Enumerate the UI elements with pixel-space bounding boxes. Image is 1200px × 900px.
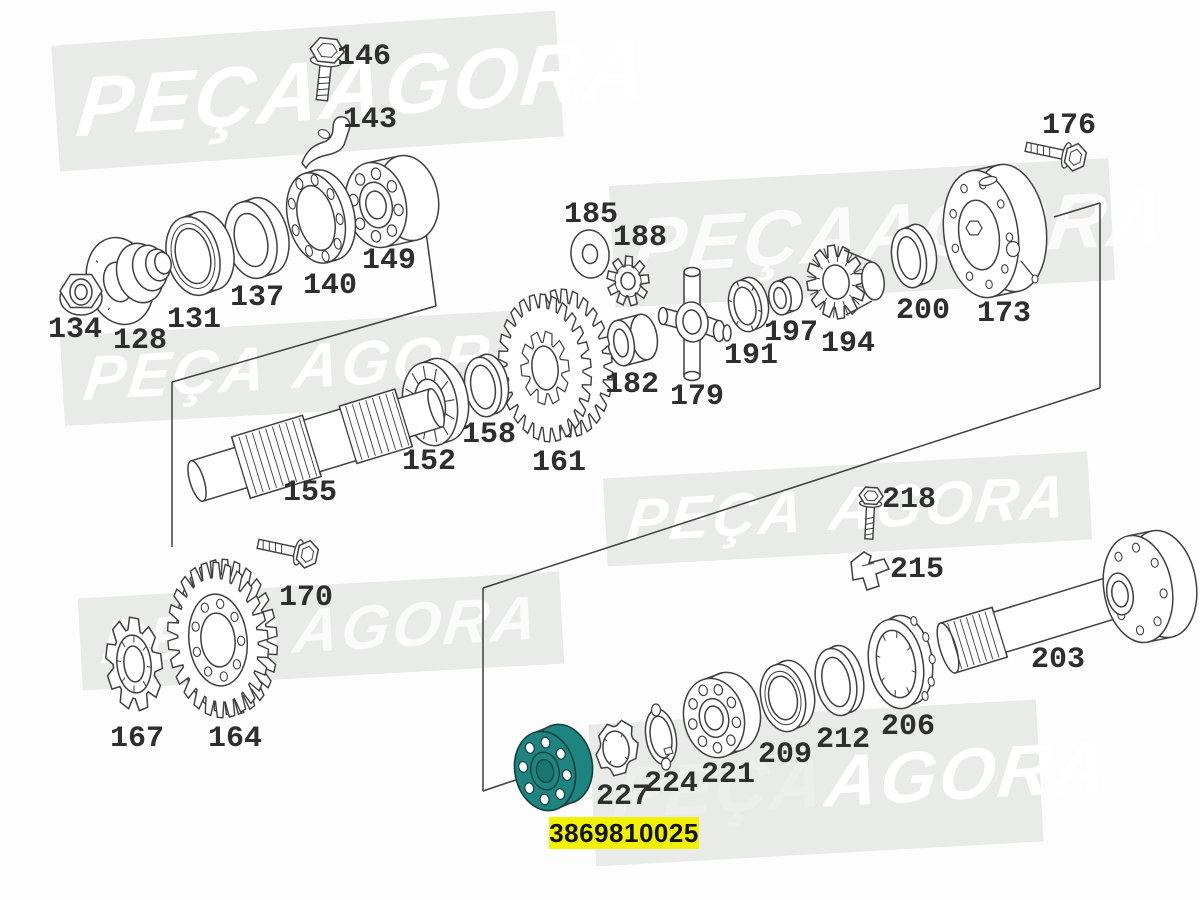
highlighted-bearing <box>513 723 594 812</box>
part-label-152: 152 <box>402 445 456 479</box>
part-label-146: 146 <box>337 40 391 74</box>
part-143 <box>301 116 351 170</box>
part-140 <box>285 169 357 264</box>
assembly-plane-lines <box>171 179 1101 792</box>
part-label-203: 203 <box>1031 643 1085 677</box>
part-161 <box>497 288 614 443</box>
part-label-218: 218 <box>882 483 936 517</box>
part-label-134: 134 <box>48 313 102 347</box>
part-179 <box>657 266 732 382</box>
part-212 <box>814 644 865 717</box>
part-131 <box>165 210 235 297</box>
part-label-188: 188 <box>613 221 667 255</box>
part-194 <box>806 244 885 320</box>
part-158 <box>463 353 510 418</box>
part-label-182: 182 <box>605 368 659 402</box>
part-185 <box>570 229 610 279</box>
part-label-179: 179 <box>670 380 724 414</box>
part-label-197: 197 <box>764 316 818 350</box>
part-label-227: 227 <box>596 780 650 814</box>
part-label-212: 212 <box>816 723 870 757</box>
part-203 <box>936 529 1198 674</box>
part-206 <box>867 614 936 710</box>
part-176 <box>1024 141 1088 172</box>
part-label-173: 173 <box>977 297 1031 331</box>
part-155 <box>187 387 446 503</box>
part-134 <box>59 273 103 316</box>
part-188 <box>606 255 650 307</box>
part-label-209: 209 <box>758 738 812 772</box>
part-224 <box>644 703 678 771</box>
part-label-170: 170 <box>279 581 333 615</box>
part-label-194: 194 <box>821 327 875 361</box>
part-146 <box>309 36 346 102</box>
part-173 <box>942 163 1048 299</box>
part-label-137: 137 <box>230 281 284 315</box>
part-label-191: 191 <box>724 339 778 373</box>
part-label-176: 176 <box>1042 109 1096 143</box>
part-197 <box>768 276 803 316</box>
part-182 <box>606 313 659 367</box>
part-label-221: 221 <box>701 758 755 792</box>
part-label-206: 206 <box>881 710 935 744</box>
part-221 <box>682 671 762 759</box>
part-227 <box>595 719 639 777</box>
part-label-143: 143 <box>343 103 397 137</box>
part-137 <box>224 196 290 280</box>
part-191 <box>727 276 770 333</box>
part-200 <box>890 223 938 289</box>
part-label-200: 200 <box>896 294 950 328</box>
part-label-149: 149 <box>362 244 416 278</box>
part-label-161: 161 <box>532 446 586 480</box>
part-label-224: 224 <box>644 767 698 801</box>
part-label-140: 140 <box>303 269 357 303</box>
part-label-185: 185 <box>564 198 618 232</box>
part-label-167: 167 <box>110 722 164 756</box>
part-167 <box>104 616 164 712</box>
highlighted-part-number: 3869810025 <box>549 817 699 849</box>
part-215 <box>850 551 891 591</box>
part-label-215: 215 <box>890 553 944 587</box>
part-218 <box>858 486 884 540</box>
part-label-164: 164 <box>208 722 262 756</box>
part-128 <box>85 236 172 326</box>
part-209 <box>759 659 816 733</box>
part-label-131: 131 <box>167 303 221 337</box>
part-label-155: 155 <box>283 476 337 510</box>
part-label-128: 128 <box>113 324 167 358</box>
part-170 <box>256 538 320 569</box>
part-label-158: 158 <box>462 418 516 452</box>
part-149 <box>344 154 440 249</box>
part-164 <box>166 558 279 719</box>
